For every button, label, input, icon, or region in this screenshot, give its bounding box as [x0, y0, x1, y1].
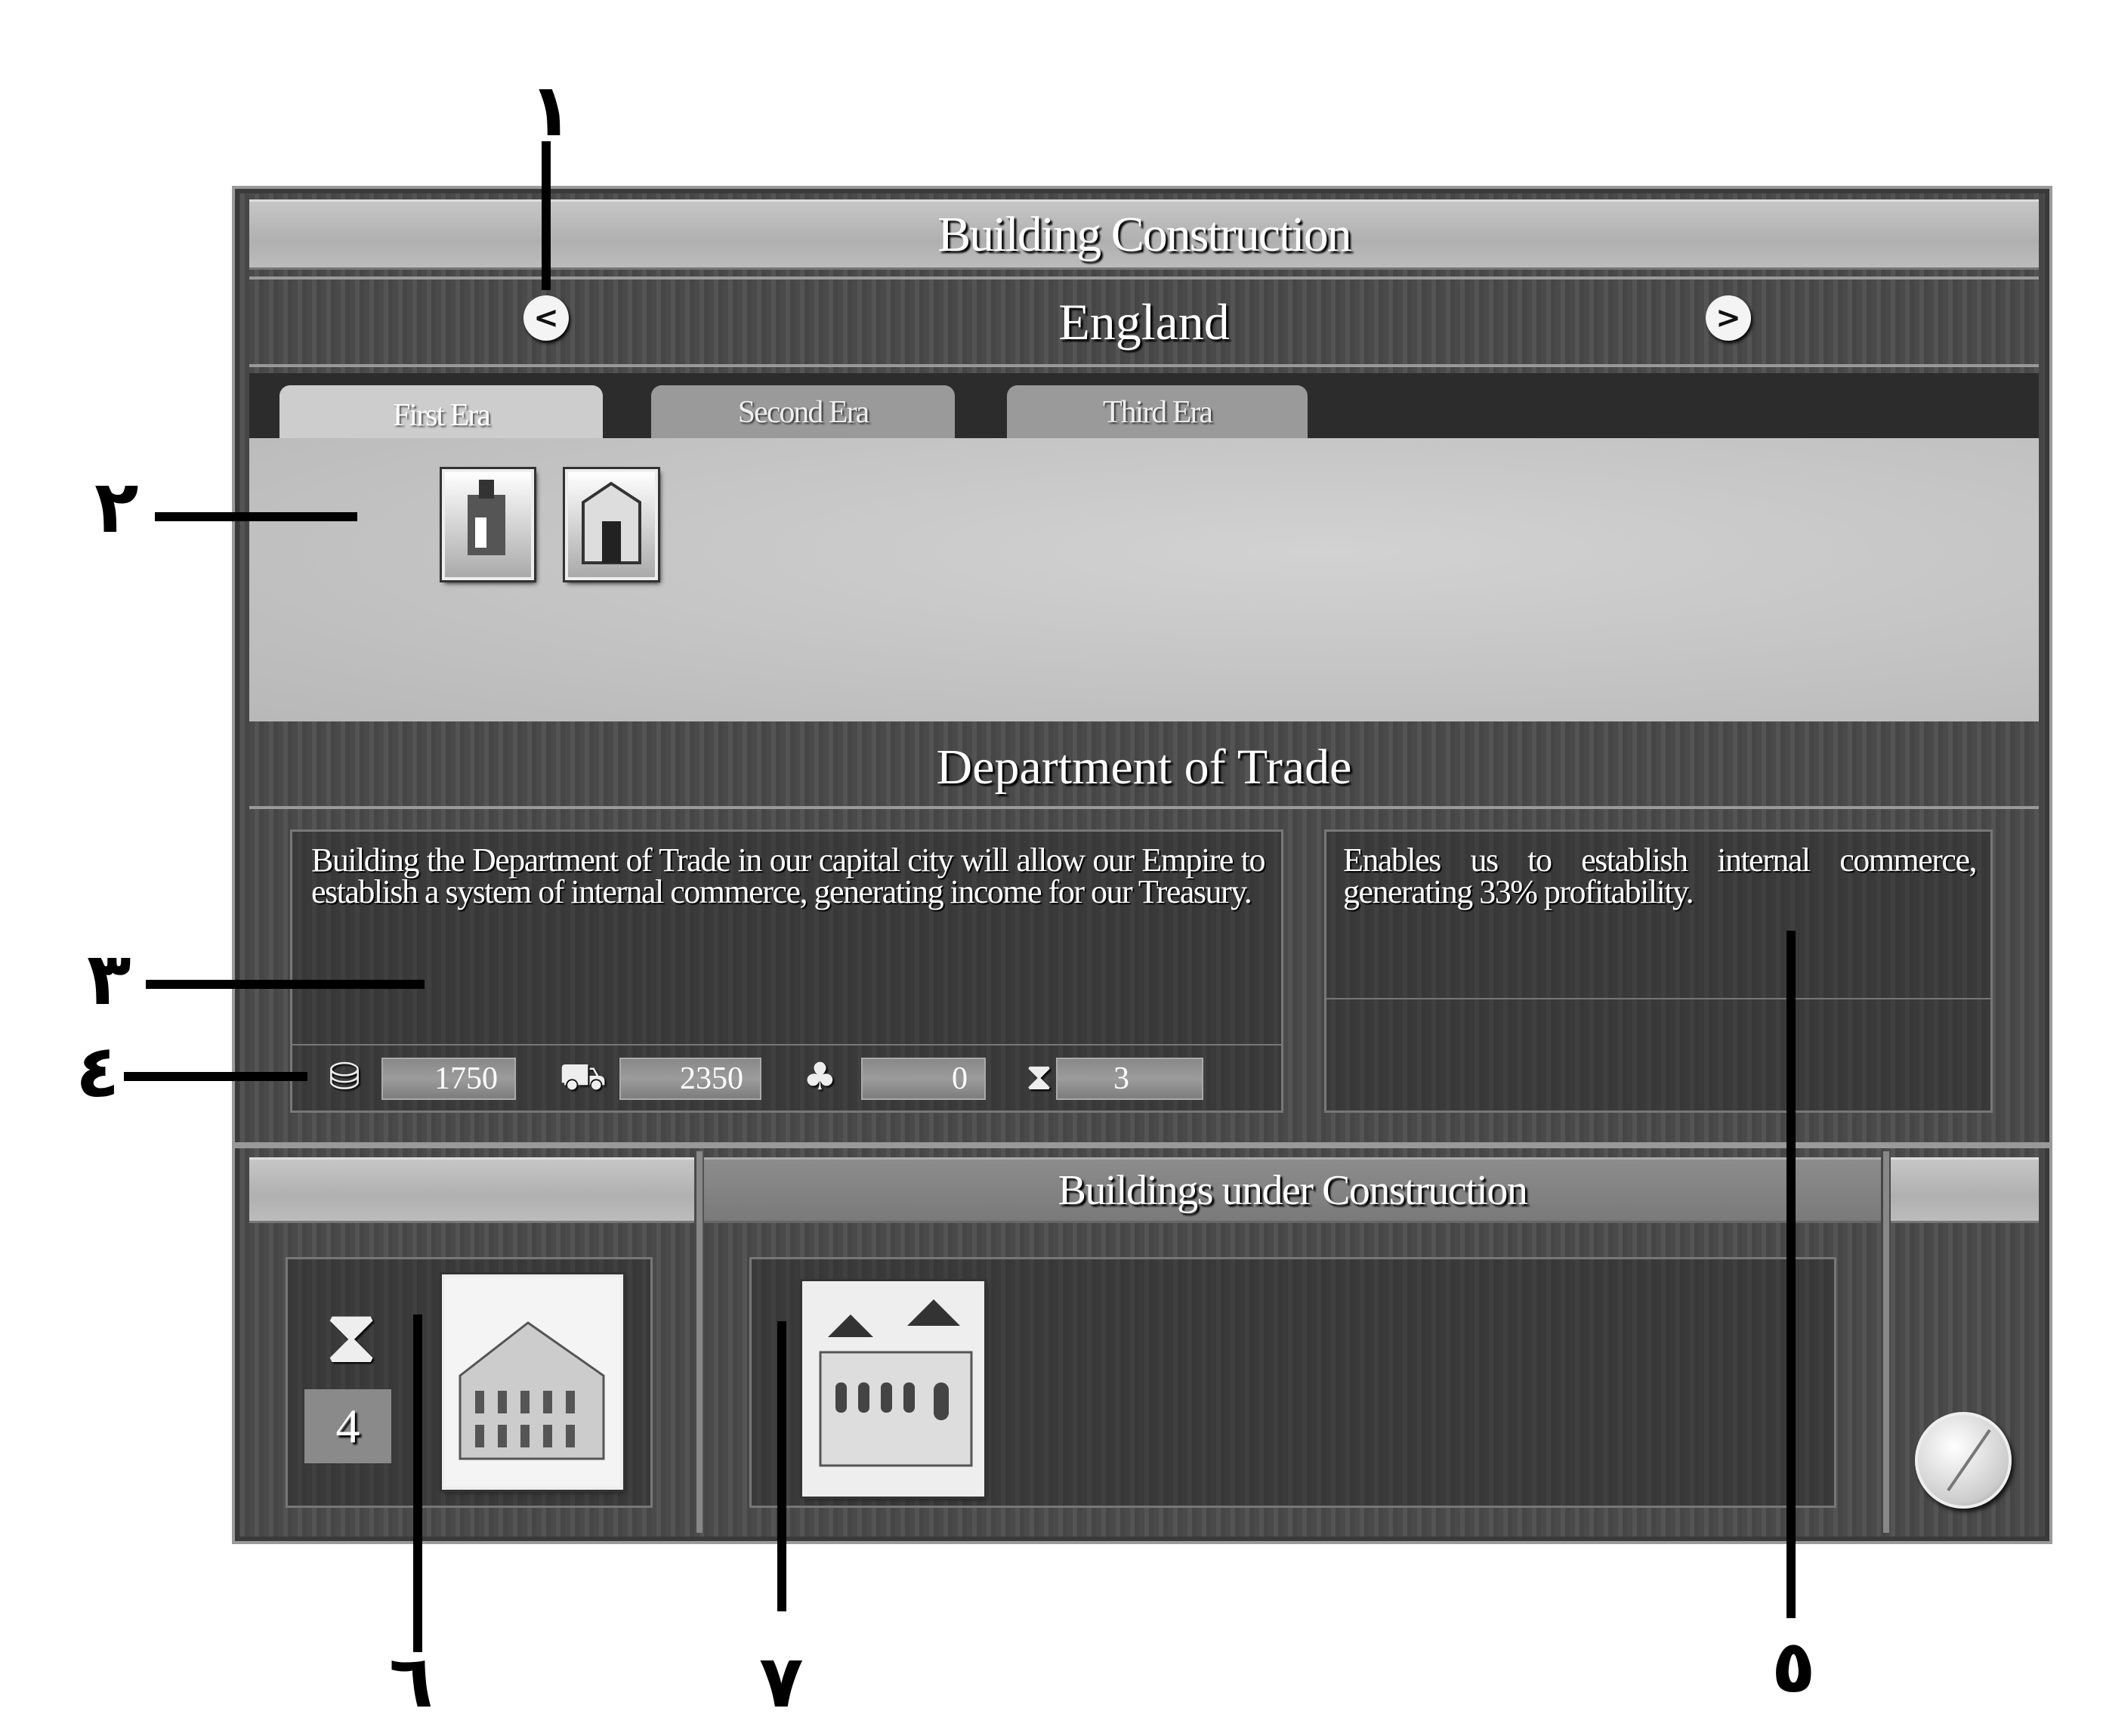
- cost-value: 3: [1113, 1061, 1129, 1096]
- confirm-button[interactable]: [1915, 1412, 2012, 1509]
- annotation-line: [1786, 931, 1796, 1618]
- annotation-label: ١: [529, 68, 573, 153]
- tab-first-era[interactable]: First Era: [279, 385, 603, 446]
- nation-bar: England: [249, 276, 2039, 367]
- queued-building-image[interactable]: [800, 1279, 987, 1499]
- nation-name: England: [1058, 292, 1230, 351]
- annotation-label: ٧: [759, 1639, 804, 1724]
- divider: [696, 1151, 703, 1533]
- building-icon-department-of-trade[interactable]: [440, 467, 536, 582]
- divider: [1883, 1151, 1889, 1533]
- cost-wood: 2350: [619, 1058, 761, 1100]
- header-right: [1891, 1157, 2039, 1223]
- annotation-line: [542, 141, 551, 290]
- wood-cart-icon: ⛟: [559, 1055, 607, 1098]
- hourglass-icon: ⧗: [325, 1292, 378, 1380]
- header-left: [249, 1157, 694, 1223]
- tab-label: Second Era: [737, 395, 869, 430]
- window-title: Building Construction: [937, 206, 1352, 262]
- current-building-image[interactable]: [440, 1272, 625, 1492]
- tab-label: First Era: [393, 398, 491, 433]
- workers-icon: ♣: [803, 1055, 837, 1098]
- annotation-line: [146, 980, 425, 989]
- gold-coins-icon: ⛁: [329, 1055, 360, 1098]
- annotation-line: [155, 512, 357, 521]
- chevron-right-icon: >: [1715, 301, 1741, 335]
- construction-header: Buildings under Construction: [704, 1157, 1881, 1223]
- divider: [232, 1142, 2052, 1148]
- annotation-line: [777, 1321, 786, 1611]
- building-list-area: [249, 438, 2039, 721]
- turns-left-badge: 4: [304, 1389, 391, 1463]
- cost-workers: 0: [861, 1058, 986, 1100]
- prev-nation-button[interactable]: <: [523, 295, 569, 341]
- annotation-line: [124, 1072, 307, 1081]
- annotation-label: ٥: [1771, 1624, 1816, 1709]
- hourglass-icon: ⧗: [1026, 1055, 1053, 1098]
- building-name-bar: Department of Trade: [249, 728, 2039, 809]
- cost-gold: 1750: [381, 1058, 516, 1100]
- annotation-label: ٣: [87, 937, 131, 1021]
- tab-second-era[interactable]: Second Era: [651, 385, 955, 440]
- divider: [1326, 998, 1990, 999]
- tab-third-era[interactable]: Third Era: [1007, 385, 1308, 440]
- annotation-line: [413, 1314, 422, 1652]
- annotation-label: ٦: [389, 1639, 434, 1724]
- divider: [292, 1044, 1281, 1046]
- checkmark-icon: [1947, 1429, 1991, 1492]
- building-icon-gatehouse[interactable]: [563, 467, 660, 582]
- construction-title: Buildings under Construction: [1058, 1166, 1528, 1214]
- title-bar: Building Construction: [249, 199, 2039, 270]
- cost-value: 1750: [434, 1061, 498, 1096]
- effect-box: [1324, 829, 1993, 1113]
- annotation-label: ٢: [94, 465, 139, 549]
- turns-left-value: 4: [335, 1399, 360, 1453]
- next-nation-button[interactable]: >: [1706, 295, 1751, 341]
- building-name: Department of Trade: [936, 739, 1352, 795]
- annotation-label: ٤: [76, 1029, 120, 1114]
- building-effect: Enables us to establish internal commerc…: [1343, 842, 1978, 910]
- cost-turns: 3: [1056, 1058, 1203, 1100]
- chevron-left-icon: <: [533, 301, 559, 335]
- cost-value: 0: [952, 1061, 968, 1096]
- tab-label: Third Era: [1102, 395, 1213, 430]
- cost-value: 2350: [680, 1061, 743, 1096]
- building-description: Building the Department of Trade in our …: [311, 842, 1266, 910]
